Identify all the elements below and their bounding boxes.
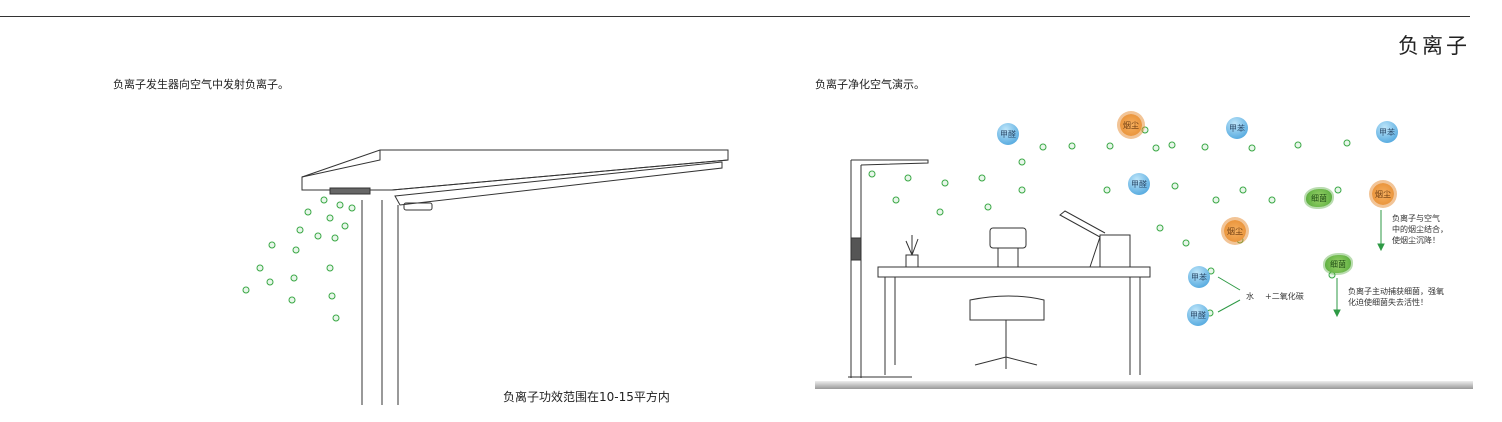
bacteria-note: 负离子主动捕获细菌，强氧 化迫使细菌失去活性！ xyxy=(1348,287,1444,307)
arrows xyxy=(1217,210,1385,318)
negative-ion xyxy=(304,208,312,216)
formaldehyde-molecule: 甲醛 xyxy=(1187,304,1209,326)
negative-ion xyxy=(1239,186,1247,194)
left-caption: 负离子发生器向空气中发射负离子。 xyxy=(113,78,289,91)
negative-ion xyxy=(941,179,949,187)
toluene-molecule: 甲苯 xyxy=(1376,121,1398,143)
negative-ion xyxy=(1343,139,1351,147)
negative-ion xyxy=(1212,196,1220,204)
negative-ion xyxy=(1182,239,1190,247)
negative-ion xyxy=(1018,186,1026,194)
negative-ion xyxy=(868,170,876,178)
negative-ion xyxy=(296,226,304,234)
formaldehyde-molecule: 甲醛 xyxy=(997,123,1019,145)
negative-ion xyxy=(336,201,344,209)
negative-ion-group xyxy=(242,126,1389,322)
negative-ion xyxy=(1201,143,1209,151)
smoke-dust-particle: 烟尘 xyxy=(1224,220,1246,242)
negative-ion xyxy=(332,314,340,322)
negative-ion xyxy=(326,214,334,222)
negative-ion xyxy=(1171,182,1179,190)
negative-ion xyxy=(984,203,992,211)
smoke-dust-particle: 烟尘 xyxy=(1120,114,1142,136)
toluene-molecule: 甲苯 xyxy=(1188,266,1210,288)
negative-ion xyxy=(1018,158,1026,166)
range-caption: 负离子功效范围在10-15平方内 xyxy=(503,390,670,404)
co2-label: +二氧化碳 xyxy=(1265,292,1304,301)
dust-note: 负离子与空气 中的烟尘结合， 使烟尘沉降！ xyxy=(1392,214,1448,245)
negative-ion xyxy=(288,296,296,304)
negative-ion xyxy=(1268,196,1276,204)
negative-ion xyxy=(936,208,944,216)
negative-ion xyxy=(1156,224,1164,232)
top-divider xyxy=(0,16,1470,17)
negative-ion xyxy=(341,222,349,230)
page-title: 负离子 xyxy=(1398,34,1470,58)
bacteria-particle: 细菌 xyxy=(1306,189,1332,207)
negative-ion xyxy=(331,234,339,242)
negative-ion xyxy=(326,264,334,272)
negative-ion xyxy=(1103,186,1111,194)
negative-ion xyxy=(1141,126,1149,134)
negative-ion xyxy=(328,292,336,300)
negative-ion xyxy=(904,174,912,182)
negative-ion xyxy=(1106,142,1114,150)
negative-ion xyxy=(892,196,900,204)
negative-ion xyxy=(292,246,300,254)
floor-lamp-left xyxy=(301,149,729,405)
negative-ion xyxy=(1248,144,1256,152)
toluene-molecule: 甲苯 xyxy=(1226,117,1248,139)
negative-ion xyxy=(1039,143,1047,151)
bacteria-particle: 细菌 xyxy=(1325,255,1351,273)
smoke-dust-particle: 烟尘 xyxy=(1372,183,1394,205)
negative-ion xyxy=(266,278,274,286)
negative-ion xyxy=(290,274,298,282)
negative-ion xyxy=(256,264,264,272)
right-caption: 负离子净化空气演示。 xyxy=(815,78,925,91)
desk-scene xyxy=(848,159,1151,378)
floor xyxy=(815,381,1473,389)
negative-ion xyxy=(1294,141,1302,149)
negative-ion xyxy=(1168,141,1176,149)
negative-ion xyxy=(348,204,356,212)
negative-ion xyxy=(320,196,328,204)
formaldehyde-molecule: 甲醛 xyxy=(1128,173,1150,195)
negative-ion xyxy=(1152,144,1160,152)
negative-ion xyxy=(314,232,322,240)
water-label: 水 xyxy=(1246,292,1254,301)
negative-ion xyxy=(1068,142,1076,150)
negative-ion xyxy=(978,174,986,182)
negative-ion xyxy=(1334,186,1342,194)
negative-ion xyxy=(242,286,250,294)
negative-ion xyxy=(268,241,276,249)
